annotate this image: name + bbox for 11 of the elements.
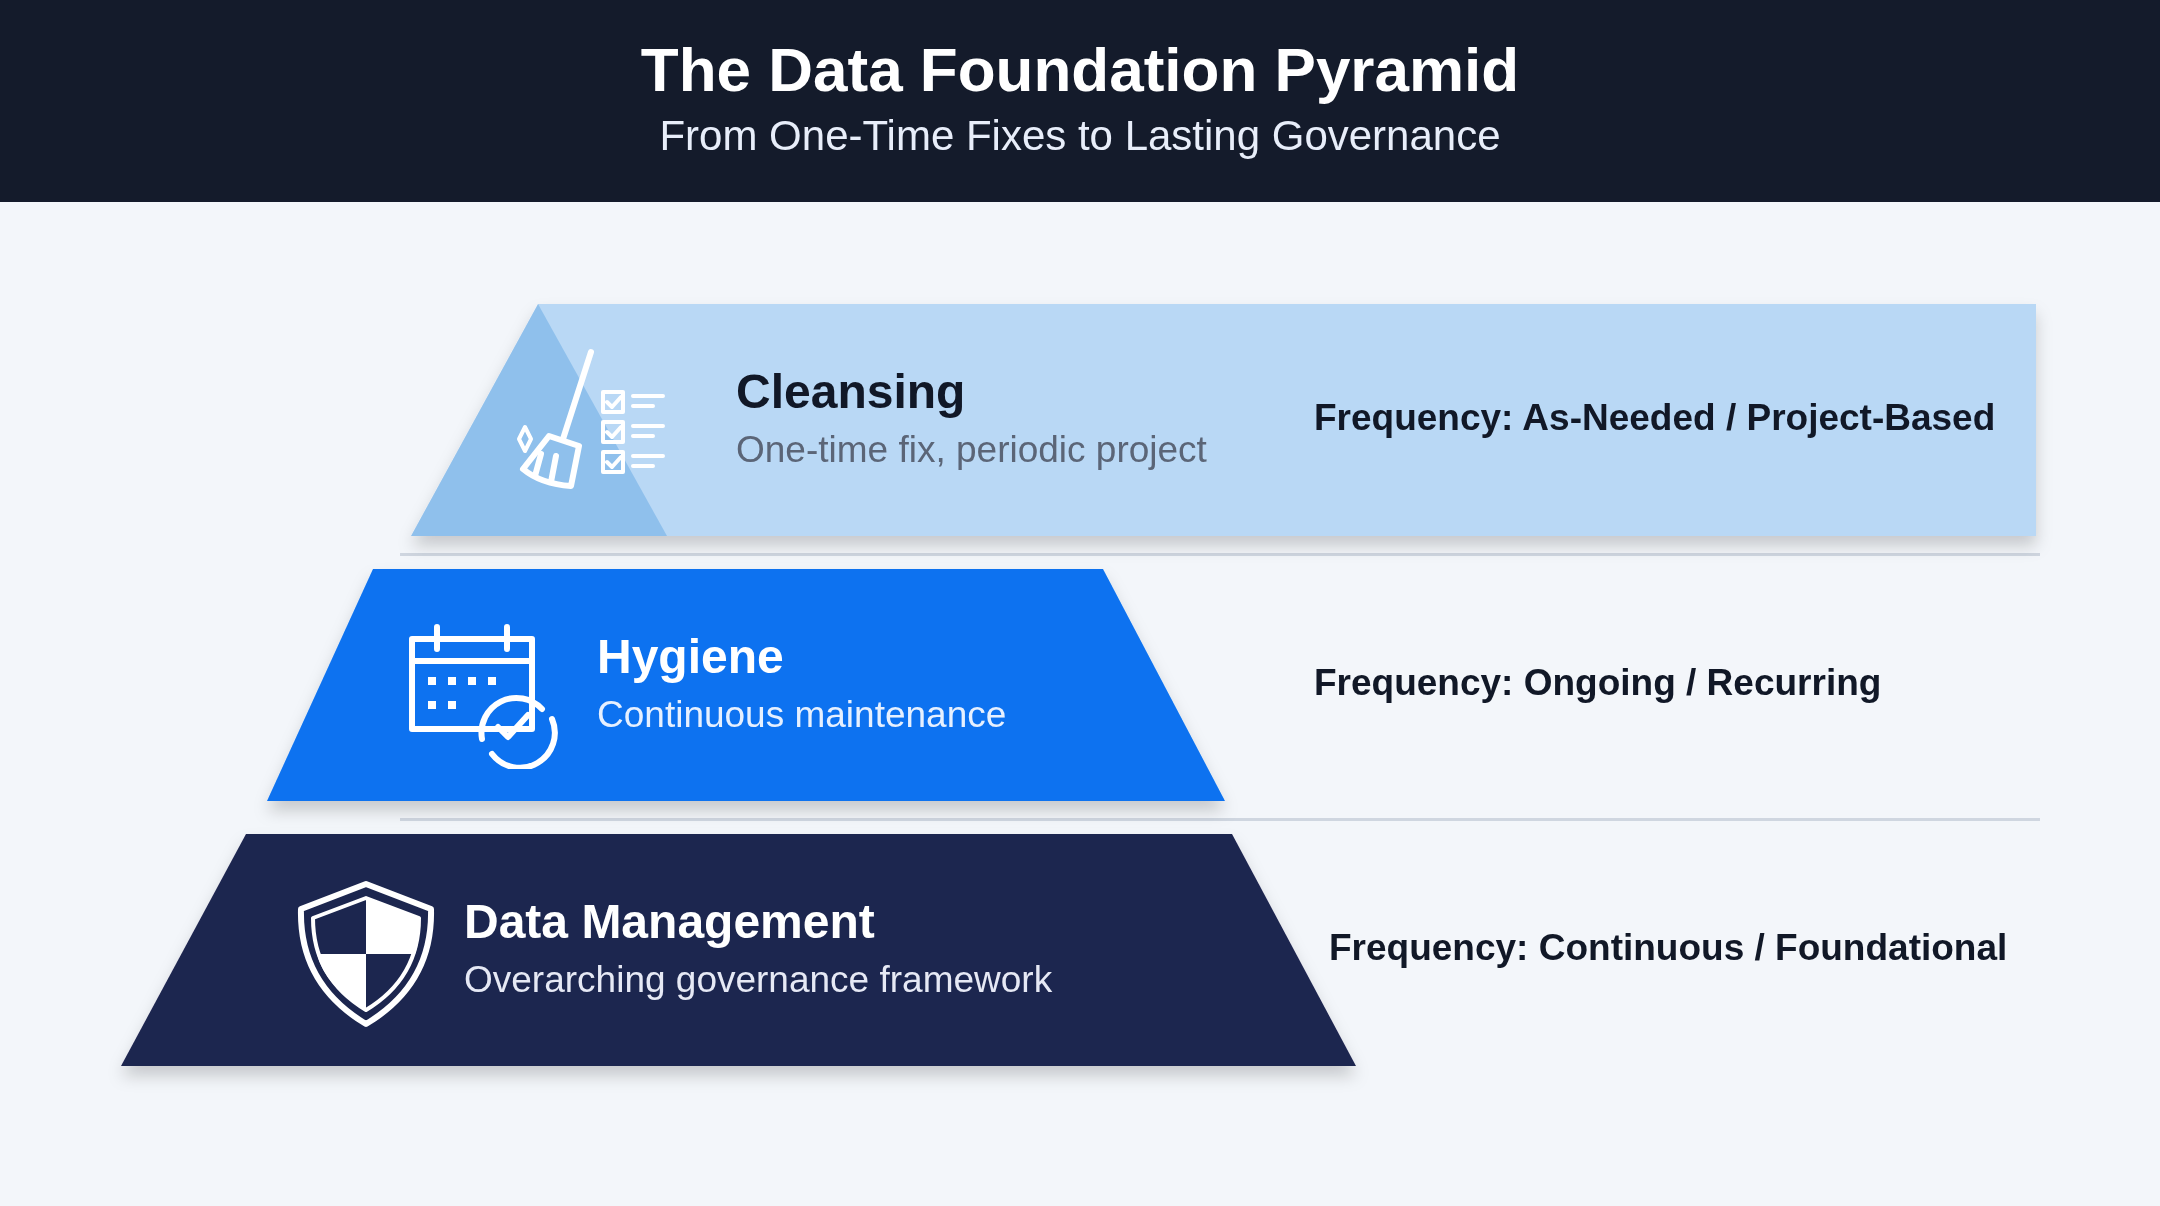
frequency-label: Frequency: Continuous / Foundational <box>1329 927 2008 969</box>
tier-title: Hygiene <box>597 629 784 684</box>
subtitle: From One-Time Fixes to Lasting Governance <box>658 112 1502 160</box>
tier-description: Continuous maintenance <box>597 694 1007 736</box>
frequency-label: Frequency: As-Needed / Project-Based <box>1314 397 1996 439</box>
tier-title: Cleansing <box>736 364 966 419</box>
title: The Data Foundation Pyramid <box>639 34 1521 105</box>
frequency-label: Frequency: Ongoing / Recurring <box>1314 662 1882 704</box>
tier-description: Overarching governance framework <box>464 959 1053 1001</box>
tier-title: Data Management <box>464 894 875 949</box>
tier-description: One-time fix, periodic project <box>736 429 1207 471</box>
